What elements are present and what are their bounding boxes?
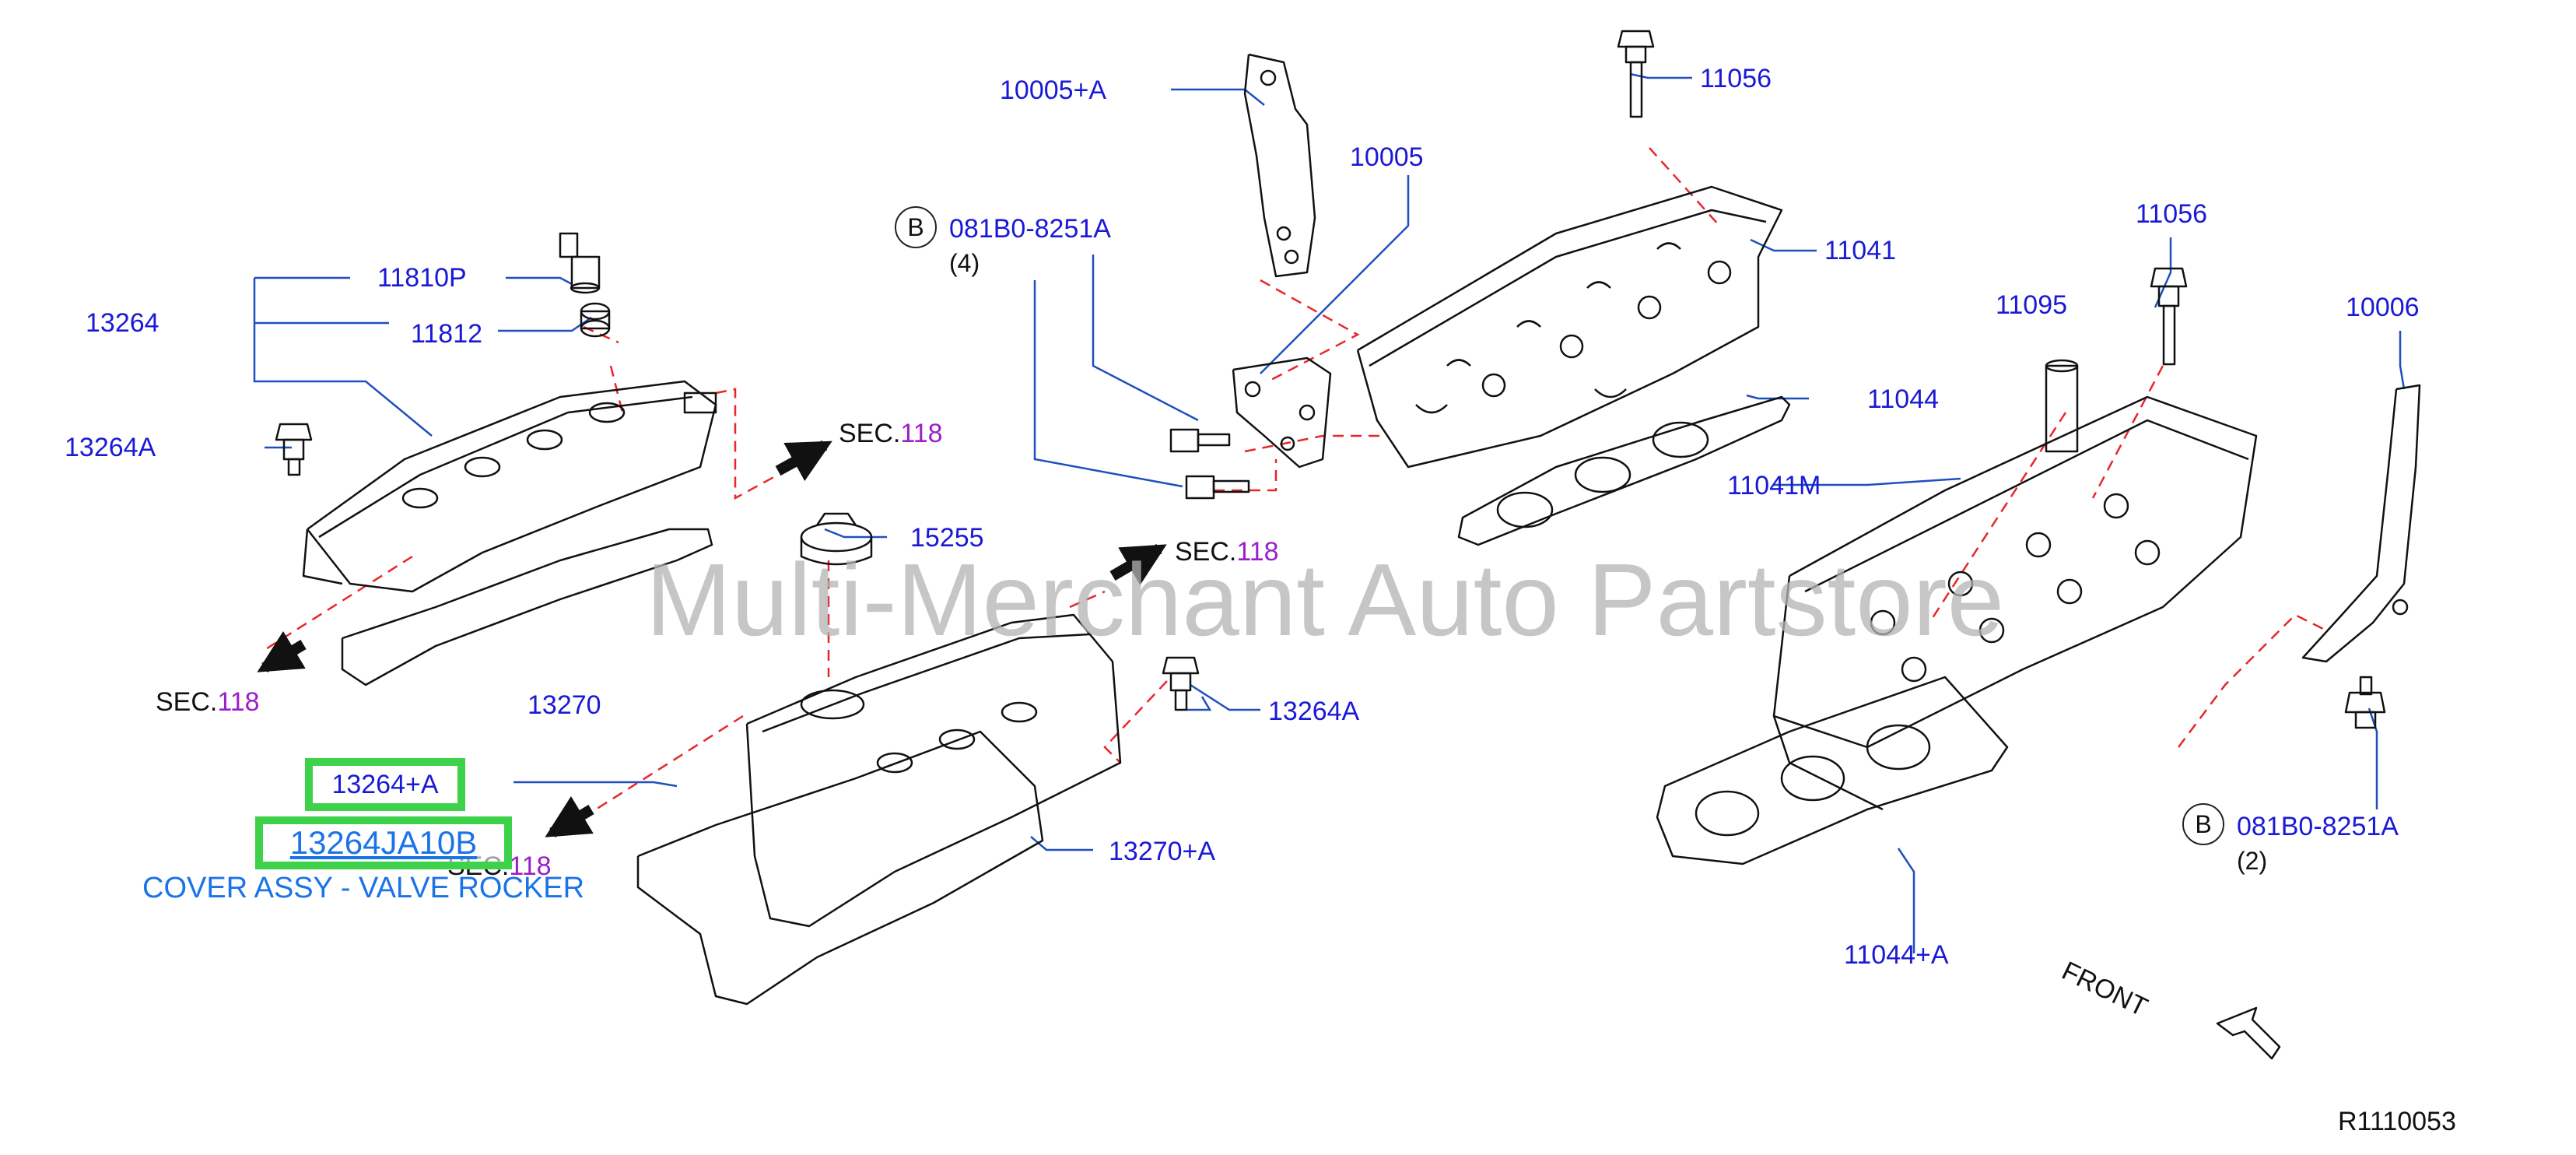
part-label-11095[interactable]: 11095 <box>1996 290 2068 320</box>
circle-b-right: B <box>2182 803 2224 845</box>
bracket-10006 <box>2301 384 2421 663</box>
part-label-11056-right[interactable]: 11056 <box>2136 199 2208 229</box>
part-label-11044[interactable]: 11044 <box>1867 384 1940 414</box>
component-drawings <box>275 30 2421 1060</box>
section-prefix: SEC. <box>1175 537 1237 567</box>
gasket-11044-plus-a <box>1656 676 2009 865</box>
bolt-11056-top <box>1617 30 1655 118</box>
highlight-13264-plus-a[interactable]: 13264+A <box>305 758 465 811</box>
section-number: 118 <box>509 851 552 881</box>
section-prefix: SEC. <box>156 687 218 717</box>
watermark: Multi-Merchant Auto Partstore <box>646 542 2005 657</box>
part-label-13264-plus-a: 13264+A <box>331 770 439 799</box>
oil-cap-15255 <box>800 512 873 566</box>
part-label-15255[interactable]: 15255 <box>910 523 984 553</box>
part-label-13270[interactable]: 13270 <box>527 690 601 720</box>
bolt-11056-right <box>2150 267 2188 366</box>
grommet-11812 <box>580 302 611 338</box>
circle-b-left: B <box>895 206 937 248</box>
bracket-10005-plus-a <box>1243 53 1316 278</box>
part-label-10005[interactable]: 10005 <box>1350 142 1424 172</box>
part-label-11041[interactable]: 11041 <box>1824 236 1897 265</box>
cover-assy-description[interactable]: COVER ASSY - VALVE ROCKER <box>142 872 585 904</box>
part-label-13264a-right[interactable]: 13264A <box>1268 697 1360 726</box>
front-arrow <box>2216 1006 2281 1060</box>
section-label-a[interactable]: SEC.118 <box>839 420 943 447</box>
part-label-13270-plus-a[interactable]: 13270+A <box>1109 837 1216 866</box>
part-label-10006[interactable]: 10006 <box>2346 293 2420 322</box>
reference-code: R1110053 <box>2338 1107 2456 1136</box>
part-label-10005-plus-a[interactable]: 10005+A <box>1000 75 1107 105</box>
part-label-081b0-8251a-left[interactable]: 081B0-8251A <box>949 214 1111 244</box>
part-link-13264ja10b[interactable]: 13264JA10B <box>289 824 478 861</box>
quantity-4: (4) <box>949 249 980 277</box>
dowel-pin-11095 <box>2045 359 2079 453</box>
section-label-c[interactable]: SEC.118 <box>156 689 260 715</box>
section-number: 118 <box>217 687 260 717</box>
part-label-081b0-8251a-right[interactable]: 081B0-8251A <box>2237 812 2399 841</box>
section-number: 118 <box>1236 537 1279 567</box>
cylinder-head-11041m <box>1772 395 2258 811</box>
bolt-13264a-right <box>1162 656 1200 711</box>
valve-cover-13264 <box>302 380 717 593</box>
quantity-2: (2) <box>2237 847 2268 875</box>
gasket-11044 <box>1457 395 1791 546</box>
bolt-13264a-left <box>275 423 313 476</box>
valve-cover-13264-plus-a <box>745 613 1122 928</box>
leader-lines <box>253 72 2406 953</box>
bolt-081b0-left-1 <box>1169 428 1231 453</box>
part-label-13264a-left[interactable]: 13264A <box>65 433 156 462</box>
part-label-11810p[interactable]: 11810P <box>377 263 467 293</box>
section-label-b[interactable]: SEC.118 <box>1175 539 1279 565</box>
gasket-13270 <box>341 528 713 686</box>
highlight-13264ja10b[interactable]: 13264JA10B <box>255 816 512 869</box>
cylinder-head-11041 <box>1356 185 1783 469</box>
part-label-13264[interactable]: 13264 <box>86 308 159 338</box>
part-label-11041m[interactable]: 11041M <box>1727 471 1821 500</box>
bolt-081b0-left-2 <box>1185 475 1250 500</box>
bracket-10005 <box>1232 356 1332 469</box>
part-label-11812[interactable]: 11812 <box>411 319 483 349</box>
part-label-11044-plus-a[interactable]: 11044+A <box>1844 940 1949 970</box>
section-arrows <box>257 440 1167 838</box>
section-prefix: SEC. <box>839 419 901 448</box>
section-number: 118 <box>900 419 943 448</box>
pcv-valve-11810p <box>559 232 601 294</box>
gasket-13270-plus-a <box>636 730 1044 1006</box>
part-label-11056-top[interactable]: 11056 <box>1700 64 1772 93</box>
bolt-081b0-right <box>2344 676 2386 729</box>
